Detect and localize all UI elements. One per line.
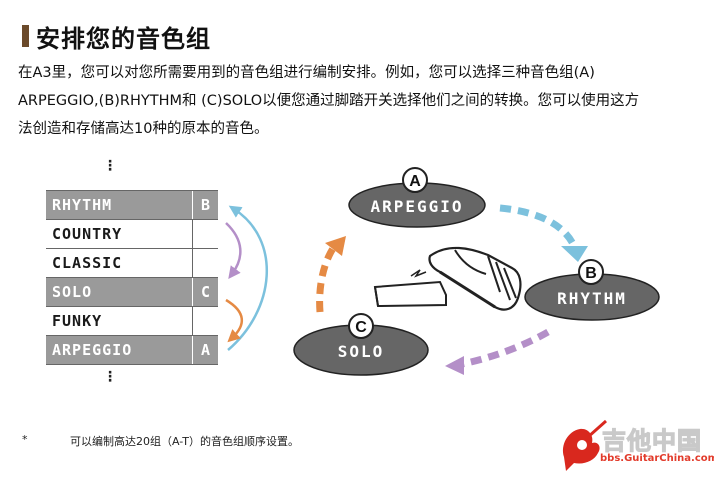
list-item-name: FUNKY [52, 312, 103, 330]
paragraph-line-3: 法创造和存储高达10种的原本的音色。 [18, 121, 269, 137]
list-item-name: CLASSIC [52, 254, 123, 272]
arrow-list-orange [225, 298, 243, 343]
paragraph-line-2: ARPEGGIO,(B)RHYTHM和 (C)SOLO以便您通过脚踏开关选择他们… [18, 93, 640, 109]
list-item-bank [192, 220, 218, 248]
node-letter-a: A [409, 173, 421, 190]
page-title: 安排您的音色组 [36, 25, 211, 53]
footnote: * 可以编制高达20组（A-T）的音色组顺序设置。 [22, 433, 299, 448]
arrow-list-blue [227, 205, 268, 351]
watermark-url: bbs.GuitarChina.com [600, 453, 714, 464]
arrow-cycle-c-to-a [316, 241, 339, 313]
node-label-solo: SOLO [338, 342, 385, 361]
list-item-name: RHYTHM [52, 196, 113, 214]
list-item-funky: FUNKY [46, 307, 218, 336]
list-item-bank: A [192, 336, 218, 364]
list-item-rhythm: RHYTHM B [46, 191, 218, 220]
list-item-solo: SOLO C [46, 278, 218, 307]
list-item-name: COUNTRY [52, 225, 123, 243]
watermark-logo: 吉他中国 bbs.GuitarChina.com [558, 417, 714, 475]
list-item-bank [192, 249, 218, 277]
arrow-cycle-a-to-b [499, 204, 579, 250]
paragraph-line-1: 在A3里，您可以对您所需要用到的音色组进行编制安排。例如，您可以选择三种音色组(… [18, 65, 595, 81]
arrow-head-b-to-c [445, 356, 464, 375]
guitar-logo-icon [562, 419, 607, 471]
node-letter-c: C [355, 319, 367, 336]
node-letter-b: B [585, 265, 597, 282]
arrow-head-a-to-b [561, 246, 588, 262]
list-item-name: SOLO [52, 283, 93, 301]
footswitch-icon [373, 269, 447, 308]
list-item-country: COUNTRY [46, 220, 218, 249]
shoe-icon [428, 246, 522, 311]
list-item-bank: B [192, 191, 218, 219]
arrow-list-purple [225, 222, 242, 280]
list-item-classic: CLASSIC [46, 249, 218, 278]
node-label-arpeggio: ARPEGGIO [370, 197, 463, 216]
heading-bar [22, 25, 29, 47]
list-item-arpeggio: ARPEGGIO A [46, 336, 218, 365]
footnote-text: 可以编制高达20组（A-T）的音色组顺序设置。 [70, 435, 299, 448]
list-top-rule [46, 190, 218, 191]
arrow-cycle-b-to-c [461, 328, 550, 368]
arrow-head-c-to-a [325, 236, 346, 256]
list-item-bank [192, 307, 218, 335]
node-label-rhythm: RHYTHM [557, 289, 627, 308]
list-item-bank: C [192, 278, 218, 306]
list-item-name: ARPEGGIO [52, 341, 133, 359]
watermark-brand: 吉他中国 [601, 426, 702, 455]
footnote-mark: * [22, 433, 28, 446]
